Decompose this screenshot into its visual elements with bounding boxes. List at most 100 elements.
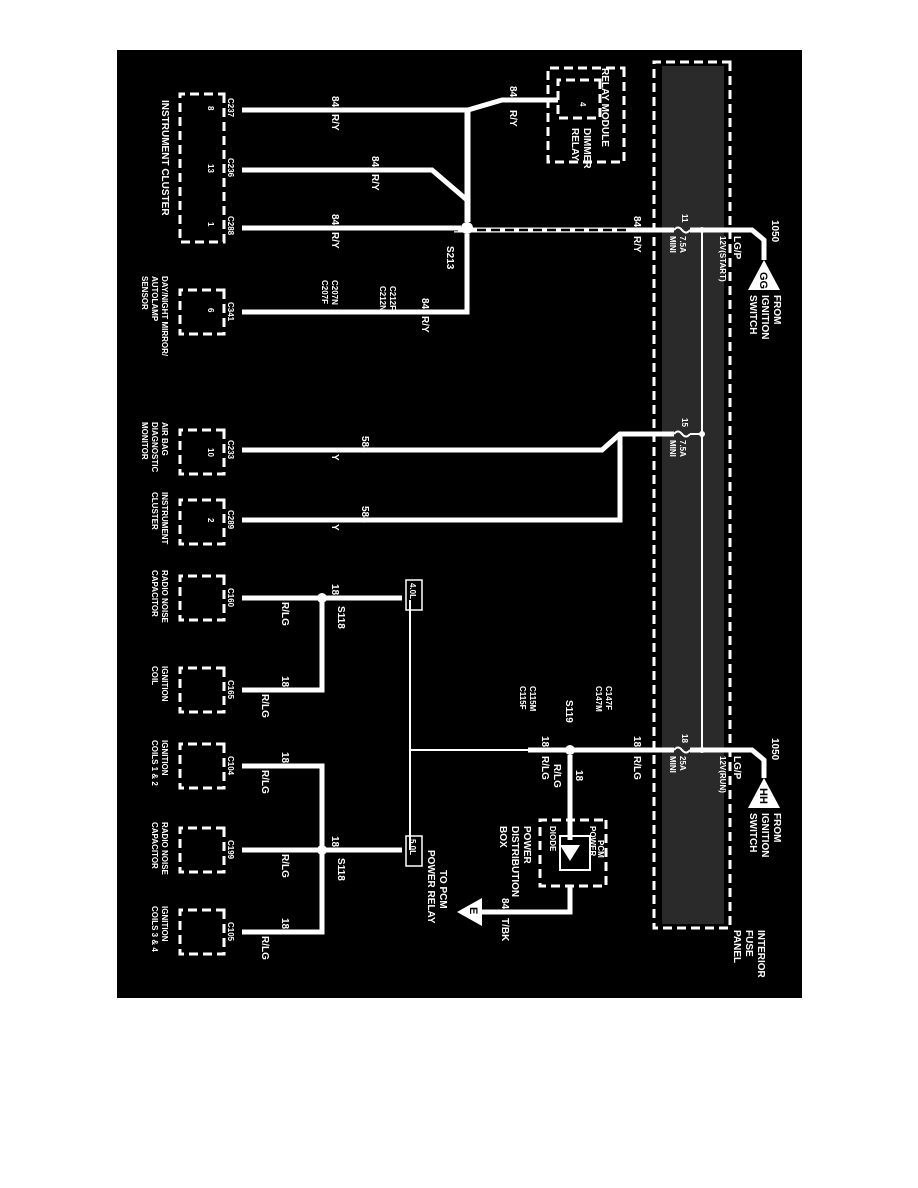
rnc2-label-1: RADIO NOISE [160,822,169,876]
c212-label-1: C212F [388,286,397,310]
fuse-15-number: 15 [680,418,689,427]
mirror-box [178,288,226,336]
w18-circuit-a: 18 [631,736,642,748]
c207-label-2: C207F [320,280,329,304]
w840-color-relay: R/Y [507,110,518,127]
w18-circuit-r2: 18 [329,836,340,848]
rotated-diagram: INTERIOR FUSE PANEL GG FROM IGNITION SWI… [117,50,802,998]
rnc1-box [178,574,226,622]
rnc1-conn: C160 [226,588,235,608]
wire-840-cluster-13 [242,167,470,222]
w845-color: T/BK [499,918,510,942]
bus-node-1 [699,227,705,233]
cluster2-label-2: CLUSTER [150,492,159,530]
dimmer-relay-inner [556,78,602,120]
coils12-box [178,742,226,790]
w18-color-c12: R/LG [259,770,270,794]
pdb-label-3: BOX [497,826,508,848]
w840-circuit-a: 840 [631,216,642,233]
fuse-18-symbol [673,746,691,754]
airbag-box [178,428,226,476]
fuse-15-type: MINI [668,440,677,457]
coils12-label-2: COILS 1 & 2 [150,740,159,786]
w840-color-c2: R/Y [369,174,380,191]
source-gg-label-1: FROM [771,295,782,324]
w18-circuit-co: 18 [279,676,290,688]
coils34-label-1: IGNITION [160,906,169,942]
c207-label-1: C207N [330,280,339,305]
w584-circuit-a: 584 [359,436,370,453]
w840-circuit-relay: 840 [507,86,518,103]
dimmer-relay-label-1: DIMMER [581,128,592,169]
source-hh-label-1: FROM [771,813,782,842]
source-hh-label-3: SWITCH [747,813,758,852]
source-gg-triangle [748,260,780,290]
w845-circuit: 845 [499,898,510,915]
cluster-label: INSTRUMENT CLUSTER [159,100,170,216]
rnc1-label-1: RADIO NOISE [160,570,169,624]
cluster-conn-1: C237 [226,98,235,118]
splice-s213-label: S213 [444,246,455,270]
relay-module-label: RELAY MODULE [599,68,610,147]
hh-color: LG/P [731,756,742,780]
wiring-diagram-panel: INTERIOR FUSE PANEL GG FROM IGNITION SWI… [117,50,802,998]
rnc2-conn: C199 [226,840,235,860]
cluster2-conn: C289 [226,510,235,530]
splice-s119-label: S119 [563,700,574,723]
fuse-panel-label-3: PANEL [731,930,742,963]
airbag-label-2: DIAGNOSTIC [150,422,159,472]
hh-circuit: 1050 [769,738,780,761]
splice-s213 [461,222,473,234]
airbag-label-1: AIR BAG [160,422,169,456]
hh-fuse-label: 12V(RUN) [718,756,727,793]
pcm-diode-box [559,835,591,871]
wire-584-cluster [242,434,623,523]
bus-node-3 [699,747,705,753]
fuse-18-type: MINI [668,756,677,773]
wire-584-airbag [242,431,674,453]
wire-gg-feed [690,227,767,260]
pcm-diode-label-1: PCM [596,840,605,858]
c212-label-2: C212N [378,286,387,311]
cluster-pin-1: 1 [206,222,215,227]
mirror-label-3: SENSOR [140,276,149,310]
source-gg-label-2: IGNITION [759,295,770,339]
w18-circuit-c34: 18 [279,918,290,930]
gg-circuit: 1050 [769,220,780,243]
w840-color-c1: R/Y [329,114,340,131]
gg-fuse-label: 12V(START) [718,236,727,282]
c147-label-2: C147M [594,686,603,712]
fuse-11-number: 11 [680,214,689,223]
w18-circuit-b: 18 [539,736,550,748]
rnc1-label-2: CAPACITOR [150,570,159,617]
splice-s118-b-label: S118 [335,858,346,881]
wire-18-coils34 [242,850,325,935]
engine-tag-a: 4.0L [408,583,417,599]
fuse-panel-shading [662,66,724,924]
coils34-label-2: COILS 3 & 4 [150,906,159,952]
w584-color-b: Y [329,524,340,531]
w584-circuit-b: 584 [359,506,370,523]
w840-color-a: R/Y [631,236,642,253]
pdb-label-1: POWER [521,826,532,865]
fuse-15-symbol [673,430,691,438]
coils12-conn: C104 [226,756,235,776]
w840-circuit-m1: 840 [419,298,430,315]
cluster-box [178,92,226,244]
coils12-label-1: IGNITION [160,740,169,776]
wire-845 [482,886,573,915]
wire-18-coils12 [242,763,325,850]
source-hh-triangle [748,778,780,808]
fuse-18-rating: 25A [678,756,687,771]
dimmer-relay-label-2: RELAY [569,128,580,161]
w840-circuit-c2: 840 [369,156,380,173]
airbag-label-3: MONITOR [140,422,149,460]
coils34-box [178,908,226,956]
engine-tag-a-box [405,579,423,611]
cluster2-pin: 2 [206,518,215,523]
pcm-relay-arrow [457,898,482,926]
cluster-conn-2: C236 [226,158,235,178]
coils34-conn: C105 [226,922,235,942]
w18-circuit-pdb: 18 [573,770,584,782]
splice-s119 [565,745,575,755]
